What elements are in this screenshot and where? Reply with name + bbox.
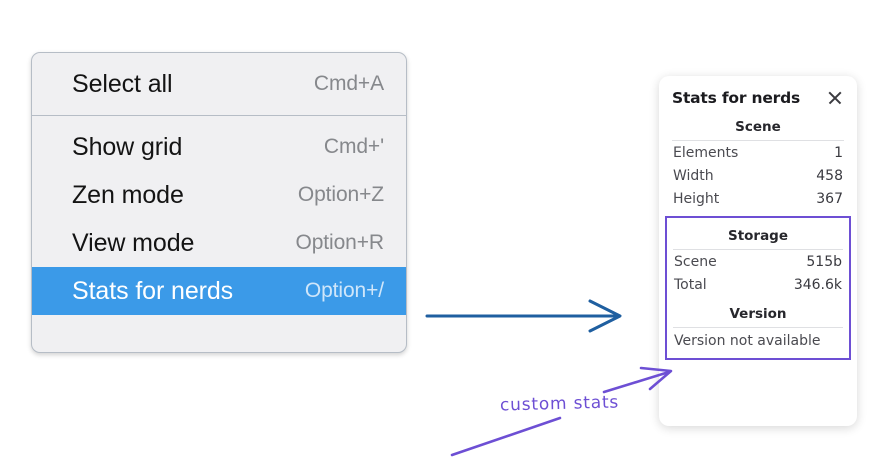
stat-value: 458 <box>816 168 843 184</box>
stat-row-storage-total: Total 346.6k <box>673 273 843 296</box>
stat-row-height: Height 367 <box>672 187 844 210</box>
menu-item-shortcut: Option+/ <box>304 279 384 302</box>
menu-item-label: Select all <box>72 69 173 98</box>
stat-label: Total <box>674 277 707 293</box>
custom-stats-annotation-label: custom stats <box>499 392 620 416</box>
blue-arrow <box>425 299 622 333</box>
menu-item-stats-for-nerds[interactable]: Stats for nerds Option+/ <box>32 267 406 315</box>
stat-row-width: Width 458 <box>672 164 844 187</box>
close-icon[interactable] <box>826 89 844 107</box>
stats-for-nerds-panel: Stats for nerds Scene Elements 1 Width 4… <box>659 76 857 426</box>
menu-item-shortcut: Option+R <box>295 231 384 254</box>
custom-stats-region: Storage Scene 515b Total 346.6k Version … <box>665 216 851 360</box>
stat-value: 1 <box>834 145 843 161</box>
stat-value: 515b <box>806 254 842 270</box>
section-rule <box>673 327 843 328</box>
menu-item-zen-mode[interactable]: Zen mode Option+Z <box>32 171 406 219</box>
section-rule <box>673 249 843 250</box>
menu-item-label: View mode <box>72 228 195 257</box>
storage-section-heading: Storage <box>727 228 789 244</box>
menu-item-select-all[interactable]: Select all Cmd+A <box>32 60 406 108</box>
stat-label: Height <box>673 191 720 207</box>
menu-item-label: Zen mode <box>72 180 184 209</box>
scene-section-heading: Scene <box>735 119 781 135</box>
stat-label: Scene <box>674 254 717 270</box>
menu-group-primary: Select all Cmd+A <box>32 53 406 115</box>
version-section-heading: Version <box>729 306 787 322</box>
stat-label: Width <box>673 168 714 184</box>
menu-divider <box>32 115 406 116</box>
section-rule <box>672 140 844 141</box>
context-menu[interactable]: Select all Cmd+A Show grid Cmd+' Zen mod… <box>31 52 407 353</box>
stat-label: Elements <box>673 145 739 161</box>
stat-value: 346.6k <box>793 277 842 293</box>
menu-item-view-mode[interactable]: View mode Option+R <box>32 219 406 267</box>
menu-item-label: Show grid <box>72 132 183 161</box>
menu-item-shortcut: Cmd+' <box>323 135 384 158</box>
stat-value: 367 <box>816 191 843 207</box>
stats-panel-title: Stats for nerds <box>672 89 801 107</box>
purple-leader-line <box>450 416 562 457</box>
stat-row-storage-scene: Scene 515b <box>673 250 843 273</box>
menu-item-label: Stats for nerds <box>72 276 234 305</box>
menu-item-shortcut: Cmd+A <box>313 72 384 95</box>
menu-group-view: Show grid Cmd+' Zen mode Option+Z View m… <box>32 116 406 322</box>
menu-item-shortcut: Option+Z <box>297 183 384 206</box>
version-note: Version not available <box>674 333 821 349</box>
stats-panel-header: Stats for nerds <box>672 76 844 109</box>
stat-row-elements: Elements 1 <box>672 141 844 164</box>
menu-item-show-grid[interactable]: Show grid Cmd+' <box>32 123 406 171</box>
